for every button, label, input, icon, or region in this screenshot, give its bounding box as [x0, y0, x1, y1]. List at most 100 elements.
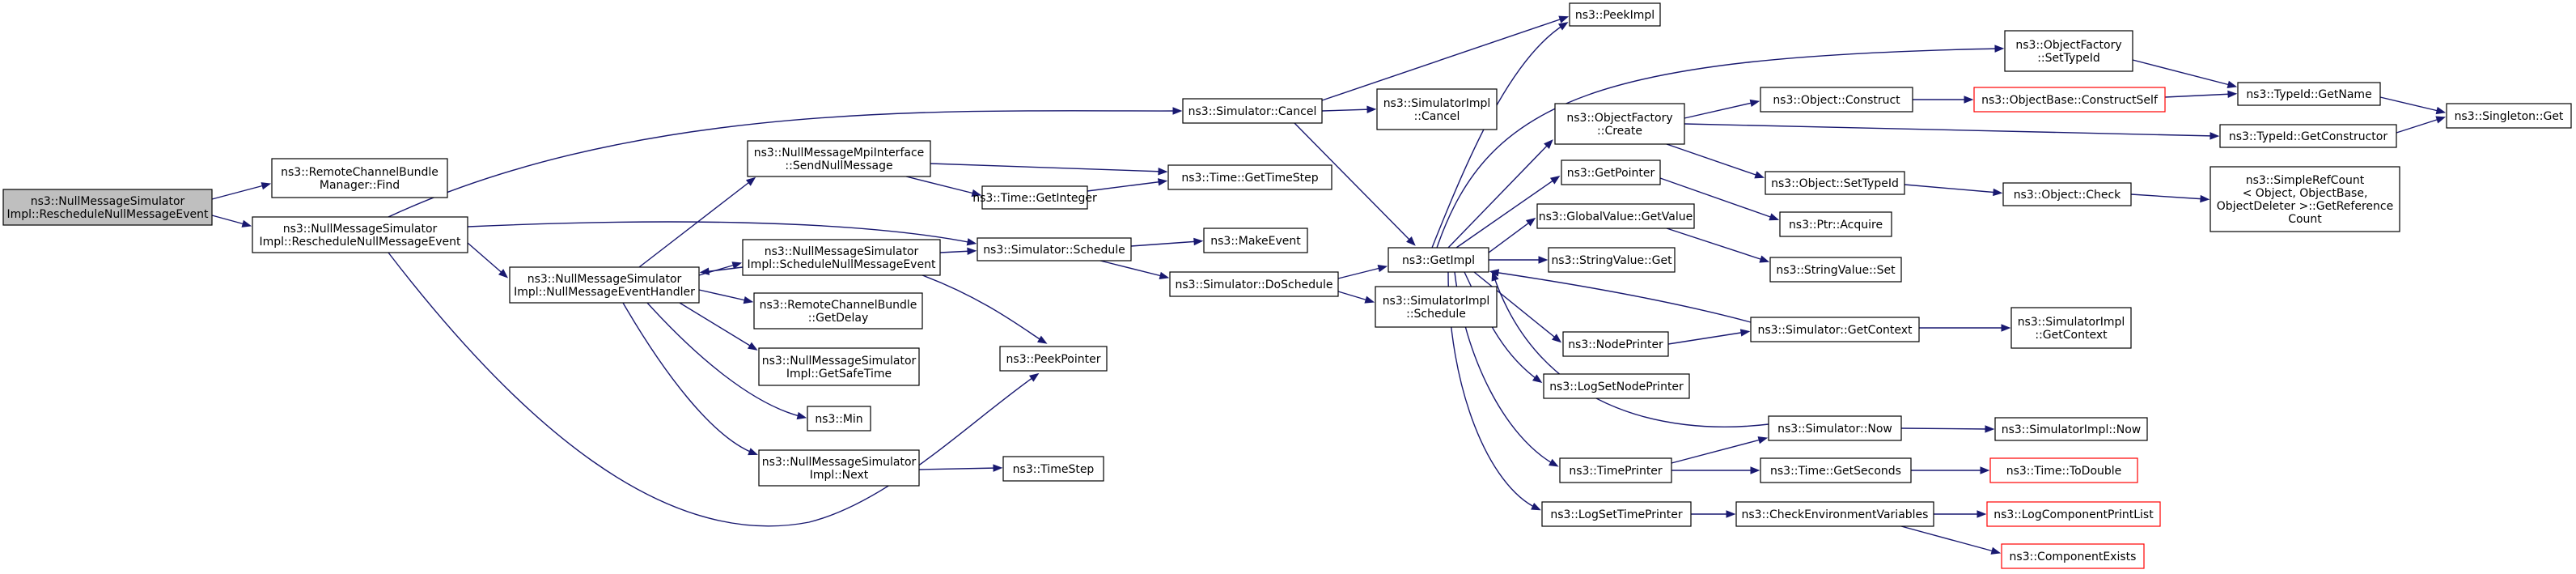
- node-gv-getvalue[interactable]: ns3::GlobalValue::GetValue: [1536, 203, 1695, 229]
- node-obj-construct[interactable]: ns3::Object::Construct: [1760, 87, 1913, 113]
- arrow-head-icon: [1739, 329, 1751, 337]
- arrow-head-icon: [261, 182, 272, 190]
- arrow-head-icon: [1406, 236, 1416, 246]
- edge-get-impl-to-sv-get: [1489, 256, 1549, 264]
- node-box: [2446, 103, 2572, 129]
- node-node-printer[interactable]: ns3::NodePrinter: [1562, 331, 1669, 357]
- edge-sim-schedule-to-make-event: [1130, 237, 1204, 247]
- node-min[interactable]: ns3::Min: [807, 406, 871, 432]
- node-label: ns3::RemoteChannelBundle: [281, 166, 439, 179]
- node-label: < Object, ObjectBase,: [2243, 187, 2368, 200]
- edge-of-create-to-typeid-getctor: [1684, 123, 2220, 140]
- arrow-head-icon: [1757, 436, 1769, 444]
- node-label: ObjectDeleter >::GetReference: [2217, 200, 2393, 213]
- edge-typeid-getctor-to-singleton-get: [2396, 116, 2447, 134]
- node-impl-now[interactable]: ns3::SimulatorImpl::Now: [1994, 417, 2148, 441]
- node-box: [1561, 159, 1661, 185]
- node-singleton-get[interactable]: ns3::Singleton::Get: [2446, 103, 2572, 129]
- node-get-integer[interactable]: ns3::Time::GetInteger: [972, 185, 1097, 210]
- node-box: [1735, 501, 1934, 527]
- node-get-timestep[interactable]: ns3::Time::GetTimeStep: [1167, 164, 1332, 190]
- node-box: [1203, 227, 1308, 253]
- node-label: ns3::NullMessageSimulator: [762, 355, 917, 368]
- node-log-set-time[interactable]: ns3::LogSetTimePrinter: [1541, 501, 1692, 527]
- node-label: ns3::Time::ToDouble: [2006, 465, 2122, 478]
- edge-sim-now-to-get-impl: [1491, 270, 1769, 427]
- node-box: [1541, 501, 1692, 527]
- node-of-settypeid[interactable]: ns3::ObjectFactory::SetTypeId: [2004, 30, 2133, 72]
- node-sv-get[interactable]: ns3::StringValue::Get: [1548, 247, 1676, 273]
- node-typeid-getname[interactable]: ns3::TypeId::GetName: [2237, 82, 2381, 106]
- node-rcb-delay[interactable]: ns3::RemoteChannelBundle::GetDelay: [753, 292, 923, 330]
- node-sv-set[interactable]: ns3::StringValue::Set: [1769, 257, 1902, 283]
- node-of-create[interactable]: ns3::ObjectFactory::Create: [1554, 103, 1685, 145]
- node-log-set-node[interactable]: ns3::LogSetNodePrinter: [1543, 373, 1690, 399]
- node-label: ns3::NullMessageSimulator: [527, 273, 682, 286]
- node-ptr-acquire[interactable]: ns3::Ptr::Acquire: [1779, 211, 1892, 237]
- node-box: [807, 406, 871, 432]
- edge-line: [1666, 143, 1761, 177]
- node-safe-time[interactable]: ns3::NullMessageSimulatorImpl::GetSafeTi…: [758, 347, 920, 386]
- edge-handler-to-next: [622, 302, 758, 456]
- edge-line: [1087, 181, 1164, 192]
- edge-line: [698, 289, 750, 302]
- node-schedule-null[interactable]: ns3::NullMessageSimulatorImpl::ScheduleN…: [742, 239, 941, 276]
- node-sim-cancel[interactable]: ns3::Simulator::Cancel: [1182, 98, 1323, 124]
- node-peek-impl[interactable]: ns3::PeekImpl: [1569, 2, 1661, 27]
- node-sim-getcontext[interactable]: ns3::Simulator::GetContext: [1750, 317, 1920, 342]
- edge-sim-getcontext-to-impl-getcontext: [1919, 324, 2011, 332]
- node-typeid-getctor[interactable]: ns3::TypeId::GetConstructor: [2219, 124, 2397, 148]
- arrow-head-icon: [1749, 99, 1760, 108]
- node-sim-now[interactable]: ns3::Simulator::Now: [1768, 415, 1902, 441]
- node-impl-getcontext[interactable]: ns3::SimulatorImpl::GetContext: [2010, 307, 2132, 349]
- node-handler[interactable]: ns3::NullMessageSimulatorImpl::NullMessa…: [509, 266, 700, 304]
- arrow-head-icon: [2435, 106, 2447, 115]
- arrow-head-icon: [966, 238, 977, 246]
- arrow-head-icon: [1377, 264, 1388, 273]
- node-do-schedule[interactable]: ns3::Simulator::DoSchedule: [1169, 271, 1339, 297]
- node-make-event[interactable]: ns3::MakeEvent: [1203, 227, 1308, 253]
- arrow-head-icon: [1726, 510, 1736, 518]
- node-resched2[interactable]: ns3::NullMessageSimulatorImpl::Reschedul…: [252, 216, 468, 253]
- edge-handler-to-send-null: [638, 176, 756, 268]
- node-impl-cancel[interactable]: ns3::SimulatorImpl::Cancel: [1376, 88, 1498, 130]
- edge-line: [1321, 108, 1373, 112]
- node-obj-settypeid[interactable]: ns3::Object::SetTypeId: [1765, 171, 1905, 195]
- edge-resched2-to-handler: [467, 242, 509, 278]
- node-get-pointer[interactable]: ns3::GetPointer: [1561, 159, 1661, 185]
- node-timestep[interactable]: ns3::TimeStep: [1002, 456, 1104, 482]
- node-box: [1779, 211, 1892, 237]
- edge-line: [939, 250, 973, 253]
- edge-line: [1099, 260, 1166, 278]
- node-impl-schedule[interactable]: ns3::SimulatorImpl::Schedule: [1375, 286, 1498, 328]
- node-root[interactable]: ns3::NullMessageSimulatorImpl::Reschedul…: [2, 189, 213, 226]
- arrow-head-icon: [2001, 324, 2011, 332]
- node-label: Impl::RescheduleNullMessageEvent: [6, 208, 209, 221]
- node-peek-pointer[interactable]: ns3::PeekPointer: [999, 346, 1108, 372]
- node-comp-exists[interactable]: ns3::ComponentExists: [2001, 543, 2145, 569]
- node-obj-check[interactable]: ns3::Object::Check: [2002, 182, 2132, 206]
- edge-line: [1488, 219, 1533, 253]
- arrow-head-icon: [2210, 132, 2220, 140]
- node-label: ns3::ObjectFactory: [1566, 112, 1672, 125]
- node-time-getseconds[interactable]: ns3::Time::GetSeconds: [1760, 457, 1912, 483]
- node-label: ::GetContext: [2035, 329, 2108, 342]
- node-to-double[interactable]: ns3::Time::ToDouble: [1989, 457, 2138, 483]
- node-label: ns3::LogSetNodePrinter: [1549, 381, 1684, 393]
- node-sim-schedule[interactable]: ns3::Simulator::Schedule: [977, 237, 1132, 261]
- node-simple-ref[interactable]: ns3::SimpleRefCount< Object, ObjectBase,…: [2210, 166, 2400, 232]
- node-log-print-list[interactable]: ns3::LogComponentPrintList: [1986, 501, 2161, 527]
- node-time-printer[interactable]: ns3::TimePrinter: [1559, 457, 1672, 483]
- node-check-env[interactable]: ns3::CheckEnvironmentVariables: [1735, 501, 1934, 527]
- arrow-head-icon: [1549, 175, 1561, 185]
- node-label: Impl::GetSafeTime: [786, 368, 892, 381]
- node-label: ns3::Object::SetTypeId: [1771, 177, 1899, 190]
- node-get-impl[interactable]: ns3::GetImpl: [1388, 247, 1489, 273]
- node-label: Impl::ScheduleNullMessageEvent: [748, 258, 936, 271]
- node-send-null[interactable]: ns3::NullMessageMpiInterface::SendNullMe…: [747, 140, 931, 177]
- node-construct-self[interactable]: ns3::ObjectBase::ConstructSelf: [1973, 87, 2166, 113]
- edge-typeid-getname-to-singleton-get: [2379, 96, 2447, 115]
- edge-check-env-to-comp-exists: [1900, 525, 2002, 555]
